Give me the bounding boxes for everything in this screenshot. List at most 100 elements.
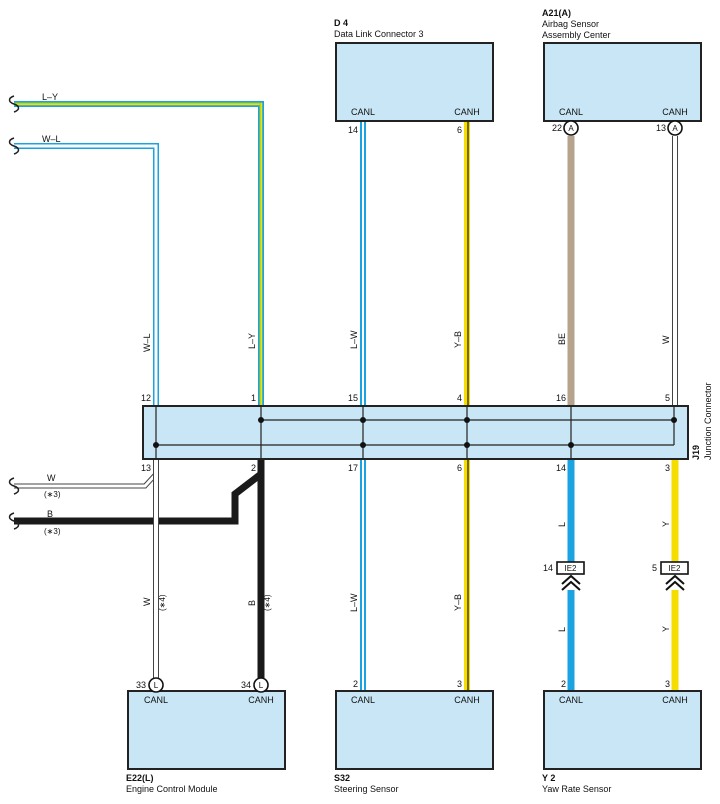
- pin-number: 3: [665, 679, 670, 689]
- j19-junction-connector: [142, 405, 689, 460]
- wire-label: W: [47, 473, 56, 483]
- break-mark-wl: [8, 137, 20, 155]
- pin-number: 3: [457, 679, 462, 689]
- junction-dot: [258, 417, 264, 423]
- pin-number: 34: [241, 680, 251, 690]
- wire-label: L–Y: [42, 92, 58, 102]
- wire-label: W–L: [42, 134, 61, 144]
- wire-label: Y–B: [453, 331, 463, 348]
- d4-connector-box: [335, 42, 494, 122]
- e22-canl-connector-mark: L: [148, 677, 164, 693]
- wire-yb-d4: [464, 121, 470, 406]
- junction-dot: [360, 417, 366, 423]
- wire-label: Y: [661, 626, 671, 632]
- d4-name: Data Link Connector 3: [334, 29, 424, 39]
- wire-label: L–W: [349, 330, 359, 349]
- y2-connector-box: [543, 690, 702, 770]
- pin-number: 22: [552, 123, 562, 133]
- a21-pin-canh: CANH: [662, 107, 688, 117]
- wire-b-offpage: [14, 471, 264, 525]
- wire-note: (∗3): [44, 527, 61, 536]
- wire-label: L–W: [349, 593, 359, 612]
- a21-name-line1: Airbag Sensor: [542, 19, 599, 29]
- junction-dot: [464, 417, 470, 423]
- s32-code: S32: [334, 773, 350, 783]
- break-mark-ly: [8, 95, 20, 113]
- wire-label: W: [661, 335, 671, 344]
- svg-text:L: L: [259, 681, 264, 690]
- e22-code: E22(L): [126, 773, 154, 783]
- d4-pin-canh: CANH: [454, 107, 480, 117]
- a21-name-line2: Assembly Center: [542, 30, 611, 40]
- pin-number: 4: [457, 393, 462, 403]
- break-mark-w: [8, 477, 20, 495]
- junction-dot: [360, 442, 366, 448]
- wire-ly-offpage: [14, 101, 264, 406]
- svg-text:IE2: IE2: [668, 564, 681, 573]
- pin-number: 33: [136, 680, 146, 690]
- svg-text:IE2: IE2: [564, 564, 577, 573]
- pin-number: 3: [665, 463, 670, 473]
- d4-code: D 4: [334, 18, 348, 28]
- wire-label: Y–B: [453, 594, 463, 611]
- pin-number: 2: [251, 463, 256, 473]
- pin-number: 16: [556, 393, 566, 403]
- pin-number: 5: [665, 393, 670, 403]
- wire-note: (∗3): [44, 490, 61, 499]
- wire-label: BE: [557, 333, 567, 345]
- wire-label: W: [142, 597, 152, 606]
- a21-connector-box: [543, 42, 702, 122]
- a21-code: A21(A): [542, 8, 571, 18]
- s32-pin-canh: CANH: [454, 695, 480, 705]
- break-mark-b: [8, 512, 20, 530]
- pin-number: 17: [348, 463, 358, 473]
- y2-name: Yaw Rate Sensor: [542, 784, 611, 794]
- wire-note: (∗4): [158, 594, 167, 611]
- junction-dot: [153, 442, 159, 448]
- junction-dot: [568, 442, 574, 448]
- ie2-inline-connector-canl: IE2: [556, 561, 585, 591]
- e22-pin-canl: CANL: [144, 695, 168, 705]
- wire-label: B: [247, 600, 257, 606]
- pin-number: 14: [556, 463, 566, 473]
- wire-label: W–L: [142, 333, 152, 352]
- y2-pin-canh: CANH: [662, 695, 688, 705]
- pin-number: 2: [353, 679, 358, 689]
- y2-code: Y 2: [542, 773, 555, 783]
- wire-wl-offpage: [14, 143, 159, 406]
- wire-label: L–Y: [247, 333, 257, 349]
- a21-canl-connector-mark: A: [563, 120, 579, 136]
- e22-name: Engine Control Module: [126, 784, 218, 794]
- pin-number: 6: [457, 125, 462, 135]
- e22-canh-connector-mark: L: [253, 677, 269, 693]
- pin-number: 2: [561, 679, 566, 689]
- pin-number: 12: [141, 393, 151, 403]
- wire-note: (∗4): [263, 594, 272, 611]
- svg-text:L: L: [154, 681, 159, 690]
- e22-pin-canh: CANH: [248, 695, 274, 705]
- junction-dot: [671, 417, 677, 423]
- pin-number: 5: [652, 563, 657, 573]
- pin-number: 15: [348, 393, 358, 403]
- pin-number: 13: [656, 123, 666, 133]
- ie2-inline-connector-canh: IE2: [660, 561, 689, 591]
- s32-name: Steering Sensor: [334, 784, 399, 794]
- wire-w-offpage: [14, 459, 159, 489]
- svg-text:A: A: [568, 124, 574, 133]
- svg-text:A: A: [672, 124, 678, 133]
- pin-number: 13: [141, 463, 151, 473]
- wire-yb-s32: [464, 459, 470, 691]
- j19-code: J19: [691, 445, 701, 460]
- d4-pin-canl: CANL: [351, 107, 375, 117]
- pin-number: 6: [457, 463, 462, 473]
- wire-label: L: [557, 627, 567, 632]
- junction-dot: [464, 442, 470, 448]
- wire-label: L: [557, 522, 567, 527]
- wire-label: B: [47, 509, 53, 519]
- pin-number: 1: [251, 393, 256, 403]
- a21-canh-connector-mark: A: [667, 120, 683, 136]
- pin-number: 14: [543, 563, 553, 573]
- pin-number: 14: [348, 125, 358, 135]
- y2-pin-canl: CANL: [559, 695, 583, 705]
